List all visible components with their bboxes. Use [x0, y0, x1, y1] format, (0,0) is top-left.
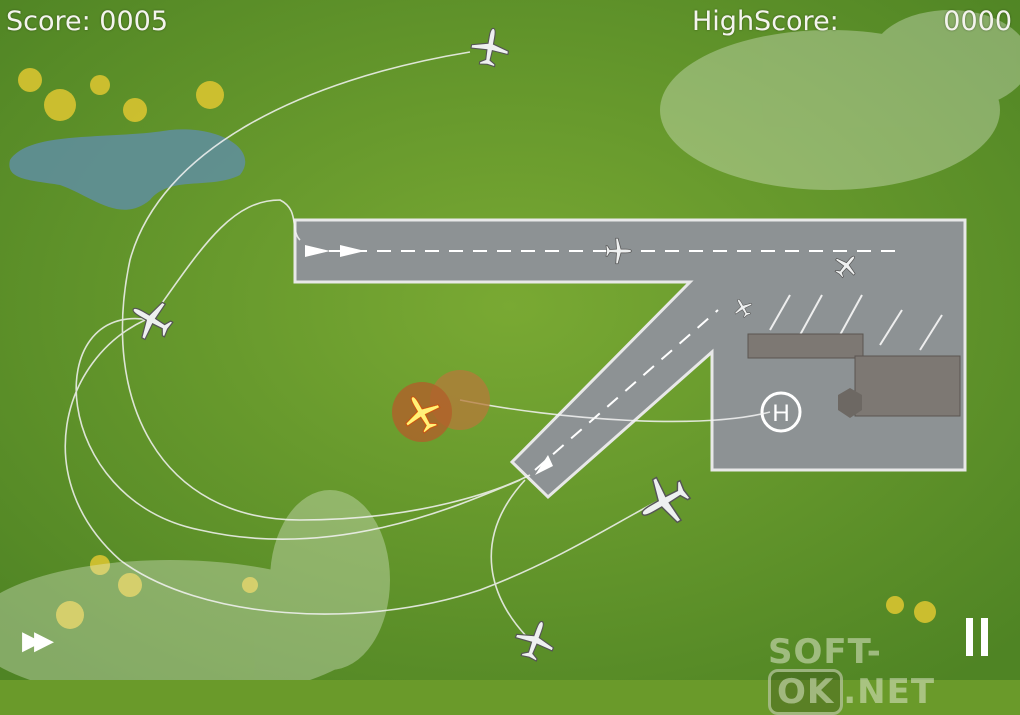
watermark-right: .NET — [843, 672, 936, 712]
trees — [18, 68, 936, 629]
helipad-label: H — [772, 400, 789, 427]
pause-icon — [966, 618, 973, 656]
runway — [293, 218, 967, 500]
highscore-value: 0000 — [943, 6, 1012, 37]
clouds — [0, 10, 1020, 680]
pause-button[interactable] — [962, 618, 992, 658]
watermark: SOFT-OK.NET — [768, 632, 1020, 715]
score-display: Score: 0005 — [6, 6, 169, 37]
highscore-label: HighScore: — [692, 6, 839, 37]
runway-arrows — [305, 245, 365, 257]
flight-paths — [64, 51, 771, 641]
fast-forward-button[interactable]: ▶▶ — [22, 626, 54, 656]
lake — [9, 129, 246, 210]
game-field[interactable]: H — [0, 0, 1020, 680]
crashed-planes — [392, 370, 490, 442]
pause-icon — [981, 618, 988, 656]
watermark-mid: OK — [768, 669, 844, 715]
watermark-left: SOFT- — [768, 632, 882, 672]
helipad[interactable]: H — [760, 391, 802, 433]
